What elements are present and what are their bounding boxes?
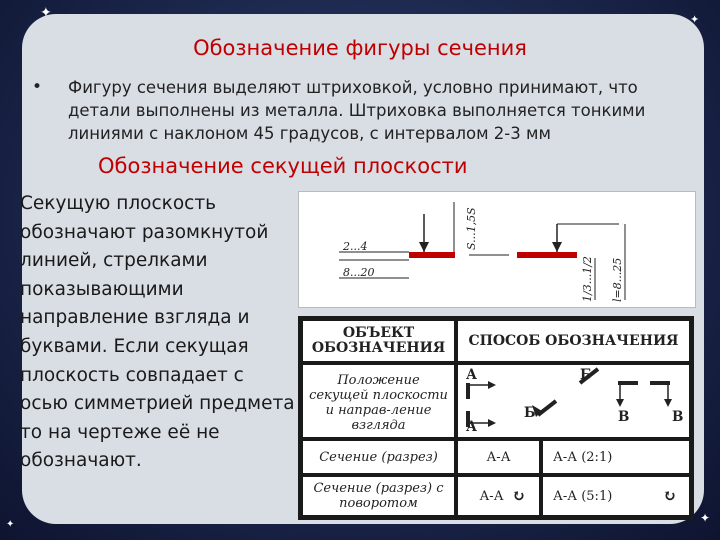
row1-label-text: Положение секущей плоскости и направ-лен… bbox=[309, 373, 448, 433]
row1-symbol-v-right: В bbox=[672, 409, 684, 425]
dim-label-e: l=8...25 bbox=[611, 258, 624, 302]
table-header-object: ОБЪЕКТ ОБОЗНАЧЕНИЯ bbox=[301, 319, 456, 363]
table-row-rotated-value2: А-А (5:1) ↻ bbox=[541, 475, 691, 517]
table-header-method: СПОСОБ ОБОЗНАЧЕНИЯ bbox=[456, 319, 691, 363]
row2-value2-text: А-А (2:1) bbox=[553, 450, 613, 465]
dim-label-c: S...1,5S bbox=[465, 207, 478, 250]
table-row-plane-label: Положение секущей плоскости и направ-лен… bbox=[301, 363, 456, 439]
rotation-icon: ↻ bbox=[512, 486, 526, 505]
row3-label-text: Сечение (разрез) с поворотом bbox=[313, 481, 444, 511]
rotation-icon: ↻ bbox=[663, 486, 677, 505]
dim-label-d: 1/3...1/2 bbox=[581, 256, 594, 302]
header-object-text: ОБЪЕКТ ОБОЗНАЧЕНИЯ bbox=[311, 325, 446, 356]
table-row-section-label: Сечение (разрез) bbox=[301, 439, 456, 475]
section-subtitle: Обозначение секущей плоскости bbox=[98, 154, 468, 178]
table-row-section-value1: А-А bbox=[456, 439, 541, 475]
row3-value2-text: А-А (5:1) bbox=[553, 489, 613, 504]
slide-title: Обозначение фигуры сечения bbox=[193, 36, 527, 60]
row1-symbol-v-left: В bbox=[618, 409, 630, 425]
star-decoration: ✦ bbox=[690, 13, 700, 26]
table-row-section-value2: А-А (2:1) bbox=[541, 439, 691, 475]
row2-label-text: Сечение (разрез) bbox=[319, 450, 438, 465]
cutting-plane-diagram: 2...4 8...20 S...1,5S 1/3...1/2 l=8...25 bbox=[339, 202, 626, 302]
bullet-paragraph: • Фигуру сечения выделяют штриховкой, ус… bbox=[32, 76, 688, 145]
header-method-text: СПОСОБ ОБОЗНАЧЕНИЯ bbox=[468, 333, 679, 349]
cutting-plane-drawing: 2...4 8...20 S...1,5S 1/3...1/2 l=8...25 bbox=[298, 191, 696, 308]
table-row-rotated-value1: А-А ↻ bbox=[456, 475, 541, 517]
plane-symbols-icon bbox=[466, 367, 672, 427]
table-row-plane-symbols: А А Б Б В В bbox=[456, 363, 691, 439]
bullet-dot-icon: • bbox=[32, 77, 43, 97]
row1-symbol-b-top: Б bbox=[580, 367, 592, 383]
dim-label-b: 8...20 bbox=[343, 266, 375, 279]
dim-label-a: 2...4 bbox=[342, 240, 368, 253]
row1-symbol-a-bottom: А bbox=[466, 419, 477, 435]
row2-value1-text: А-А bbox=[486, 450, 511, 465]
row3-value1-text: А-А bbox=[479, 489, 504, 504]
designation-table: ОБЪЕКТ ОБОЗНАЧЕНИЯ СПОСОБ ОБОЗНАЧЕНИЯ По… bbox=[298, 316, 694, 520]
star-decoration: ✦ bbox=[6, 519, 15, 530]
row1-symbol-a-top: А bbox=[466, 367, 477, 383]
description-text: Секущую плоскость обозначают разомкнутой… bbox=[20, 193, 295, 472]
table-row-rotated-label: Сечение (разрез) с поворотом bbox=[301, 475, 456, 517]
row1-symbol-b-bottom: Б bbox=[524, 405, 536, 421]
bullet-text: Фигуру сечения выделяют штриховкой, усло… bbox=[68, 78, 646, 143]
star-decoration: ✦ bbox=[40, 5, 52, 21]
star-decoration: ✦ bbox=[700, 511, 711, 525]
